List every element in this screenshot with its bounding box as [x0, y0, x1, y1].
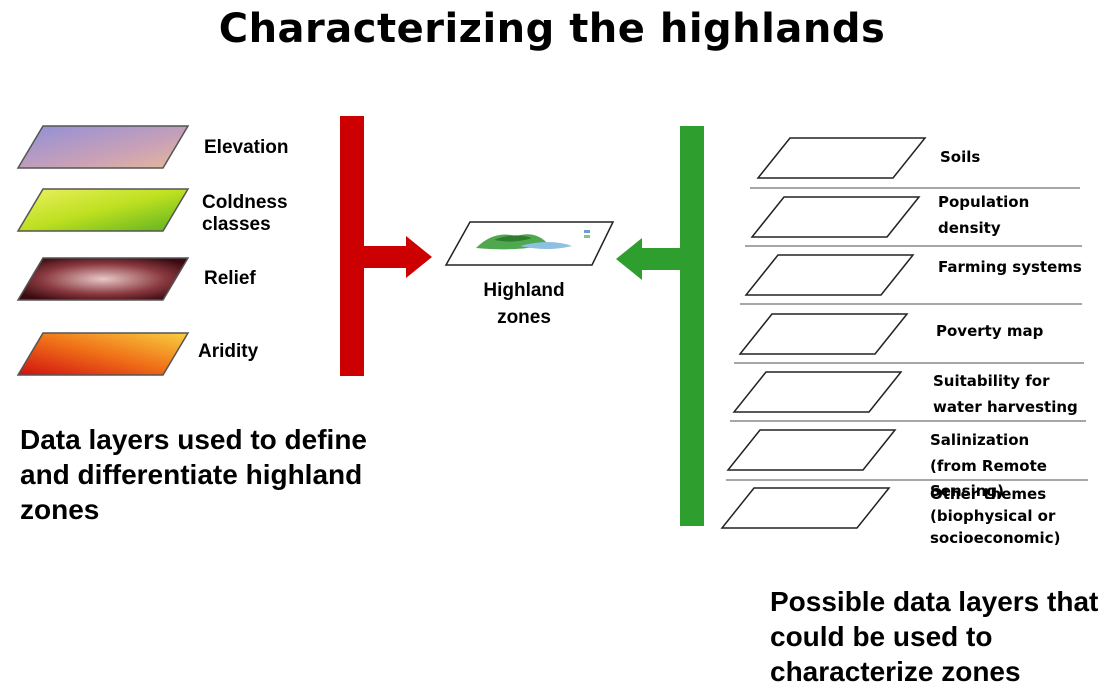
red-arrow [340, 116, 432, 376]
highland-zones-label: Highland zones [483, 280, 565, 328]
soils-layer-icon [756, 137, 927, 179]
green-arrow [616, 126, 704, 526]
highland-zones-map-icon [444, 221, 615, 266]
population-density-label: Population density [938, 193, 1030, 237]
poverty-map-label: Poverty map [936, 322, 1044, 340]
relief-layer-icon [16, 257, 190, 301]
layer-dividers [726, 187, 1088, 481]
soils-label: Soils [940, 148, 981, 166]
coldness-layer-icon [16, 188, 190, 232]
left-caption: Data layers used to define and different… [20, 424, 368, 525]
water-harvesting-label: Suitability for water harvesting [933, 372, 1078, 416]
farming-systems-label: Farming systems [938, 258, 1082, 276]
farming-layer-icon [744, 254, 915, 296]
page-title: Characterizing the highlands [218, 6, 886, 52]
relief-label: Relief [204, 268, 256, 289]
coldness-label: Coldness classes [202, 192, 288, 235]
right-caption: Possible data layers that could be used … [770, 586, 1099, 687]
poverty-layer-icon [738, 313, 909, 355]
population-layer-icon [750, 196, 921, 238]
other-themes-label: Other themes (biophysical or socioeconom… [930, 485, 1061, 547]
elevation-label: Elevation [204, 137, 289, 158]
salinization-layer-icon [726, 429, 897, 471]
aridity-label: Aridity [198, 341, 259, 362]
salinization-label: Salinization (from Remote Sensing) [930, 431, 1047, 500]
other-themes-layer-icon [720, 487, 891, 529]
aridity-layer-icon [16, 332, 190, 376]
elevation-layer-icon [16, 125, 190, 169]
water-harvesting-layer-icon [732, 371, 903, 413]
